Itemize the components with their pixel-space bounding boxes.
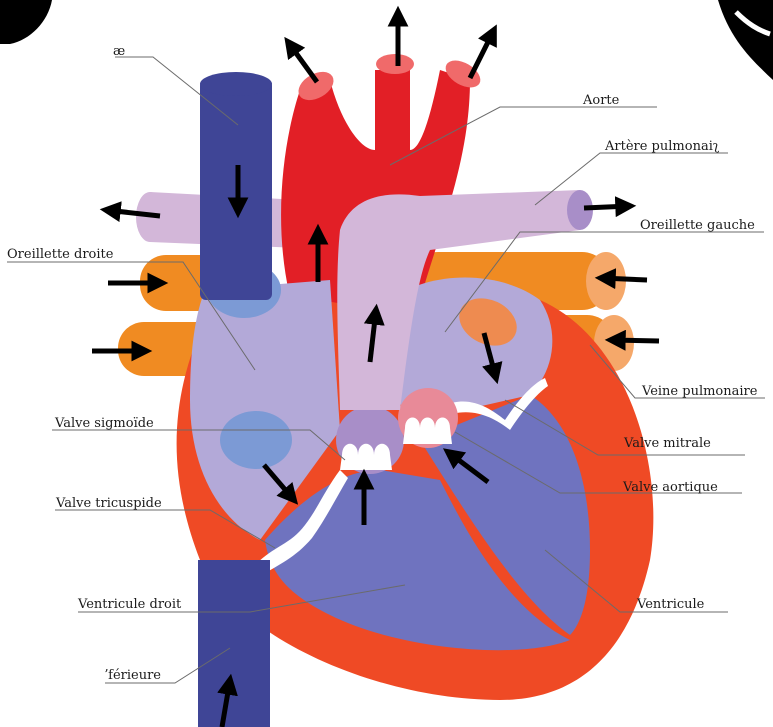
top-left-corner-mark xyxy=(0,0,52,44)
label-oreillette-gauche: Oreillette gauche xyxy=(640,218,755,234)
top-right-corner-mark xyxy=(718,0,773,80)
label-valve-sigmoide: Valve sigmoïde xyxy=(55,416,154,432)
label-ventricule-gauche: Ventricule xyxy=(637,597,704,613)
label-veine-pulmonaire: Veine pulmonaire xyxy=(642,384,757,400)
label-veine-cave-inferieure: ʼférieure xyxy=(104,668,161,684)
aortic-valve xyxy=(398,388,458,448)
label-oreillette-droite: Oreillette droite xyxy=(7,247,113,263)
label-artere-pulmonaire: Artère pulmonaiʅ xyxy=(605,139,719,155)
coronary-sinus-opening xyxy=(220,411,292,469)
label-valve-aortique: Valve aortique xyxy=(623,480,718,496)
label-valve-mitrale: Valve mitrale xyxy=(624,436,711,452)
label-valve-tricuspide: Valve tricuspide xyxy=(56,496,162,512)
label-top-left-fragment: æ xyxy=(113,44,125,60)
label-aorte: Aorte xyxy=(583,93,619,109)
label-ventricule-droit: Ventricule droit xyxy=(78,597,181,613)
pulmonary-valve xyxy=(336,406,404,474)
